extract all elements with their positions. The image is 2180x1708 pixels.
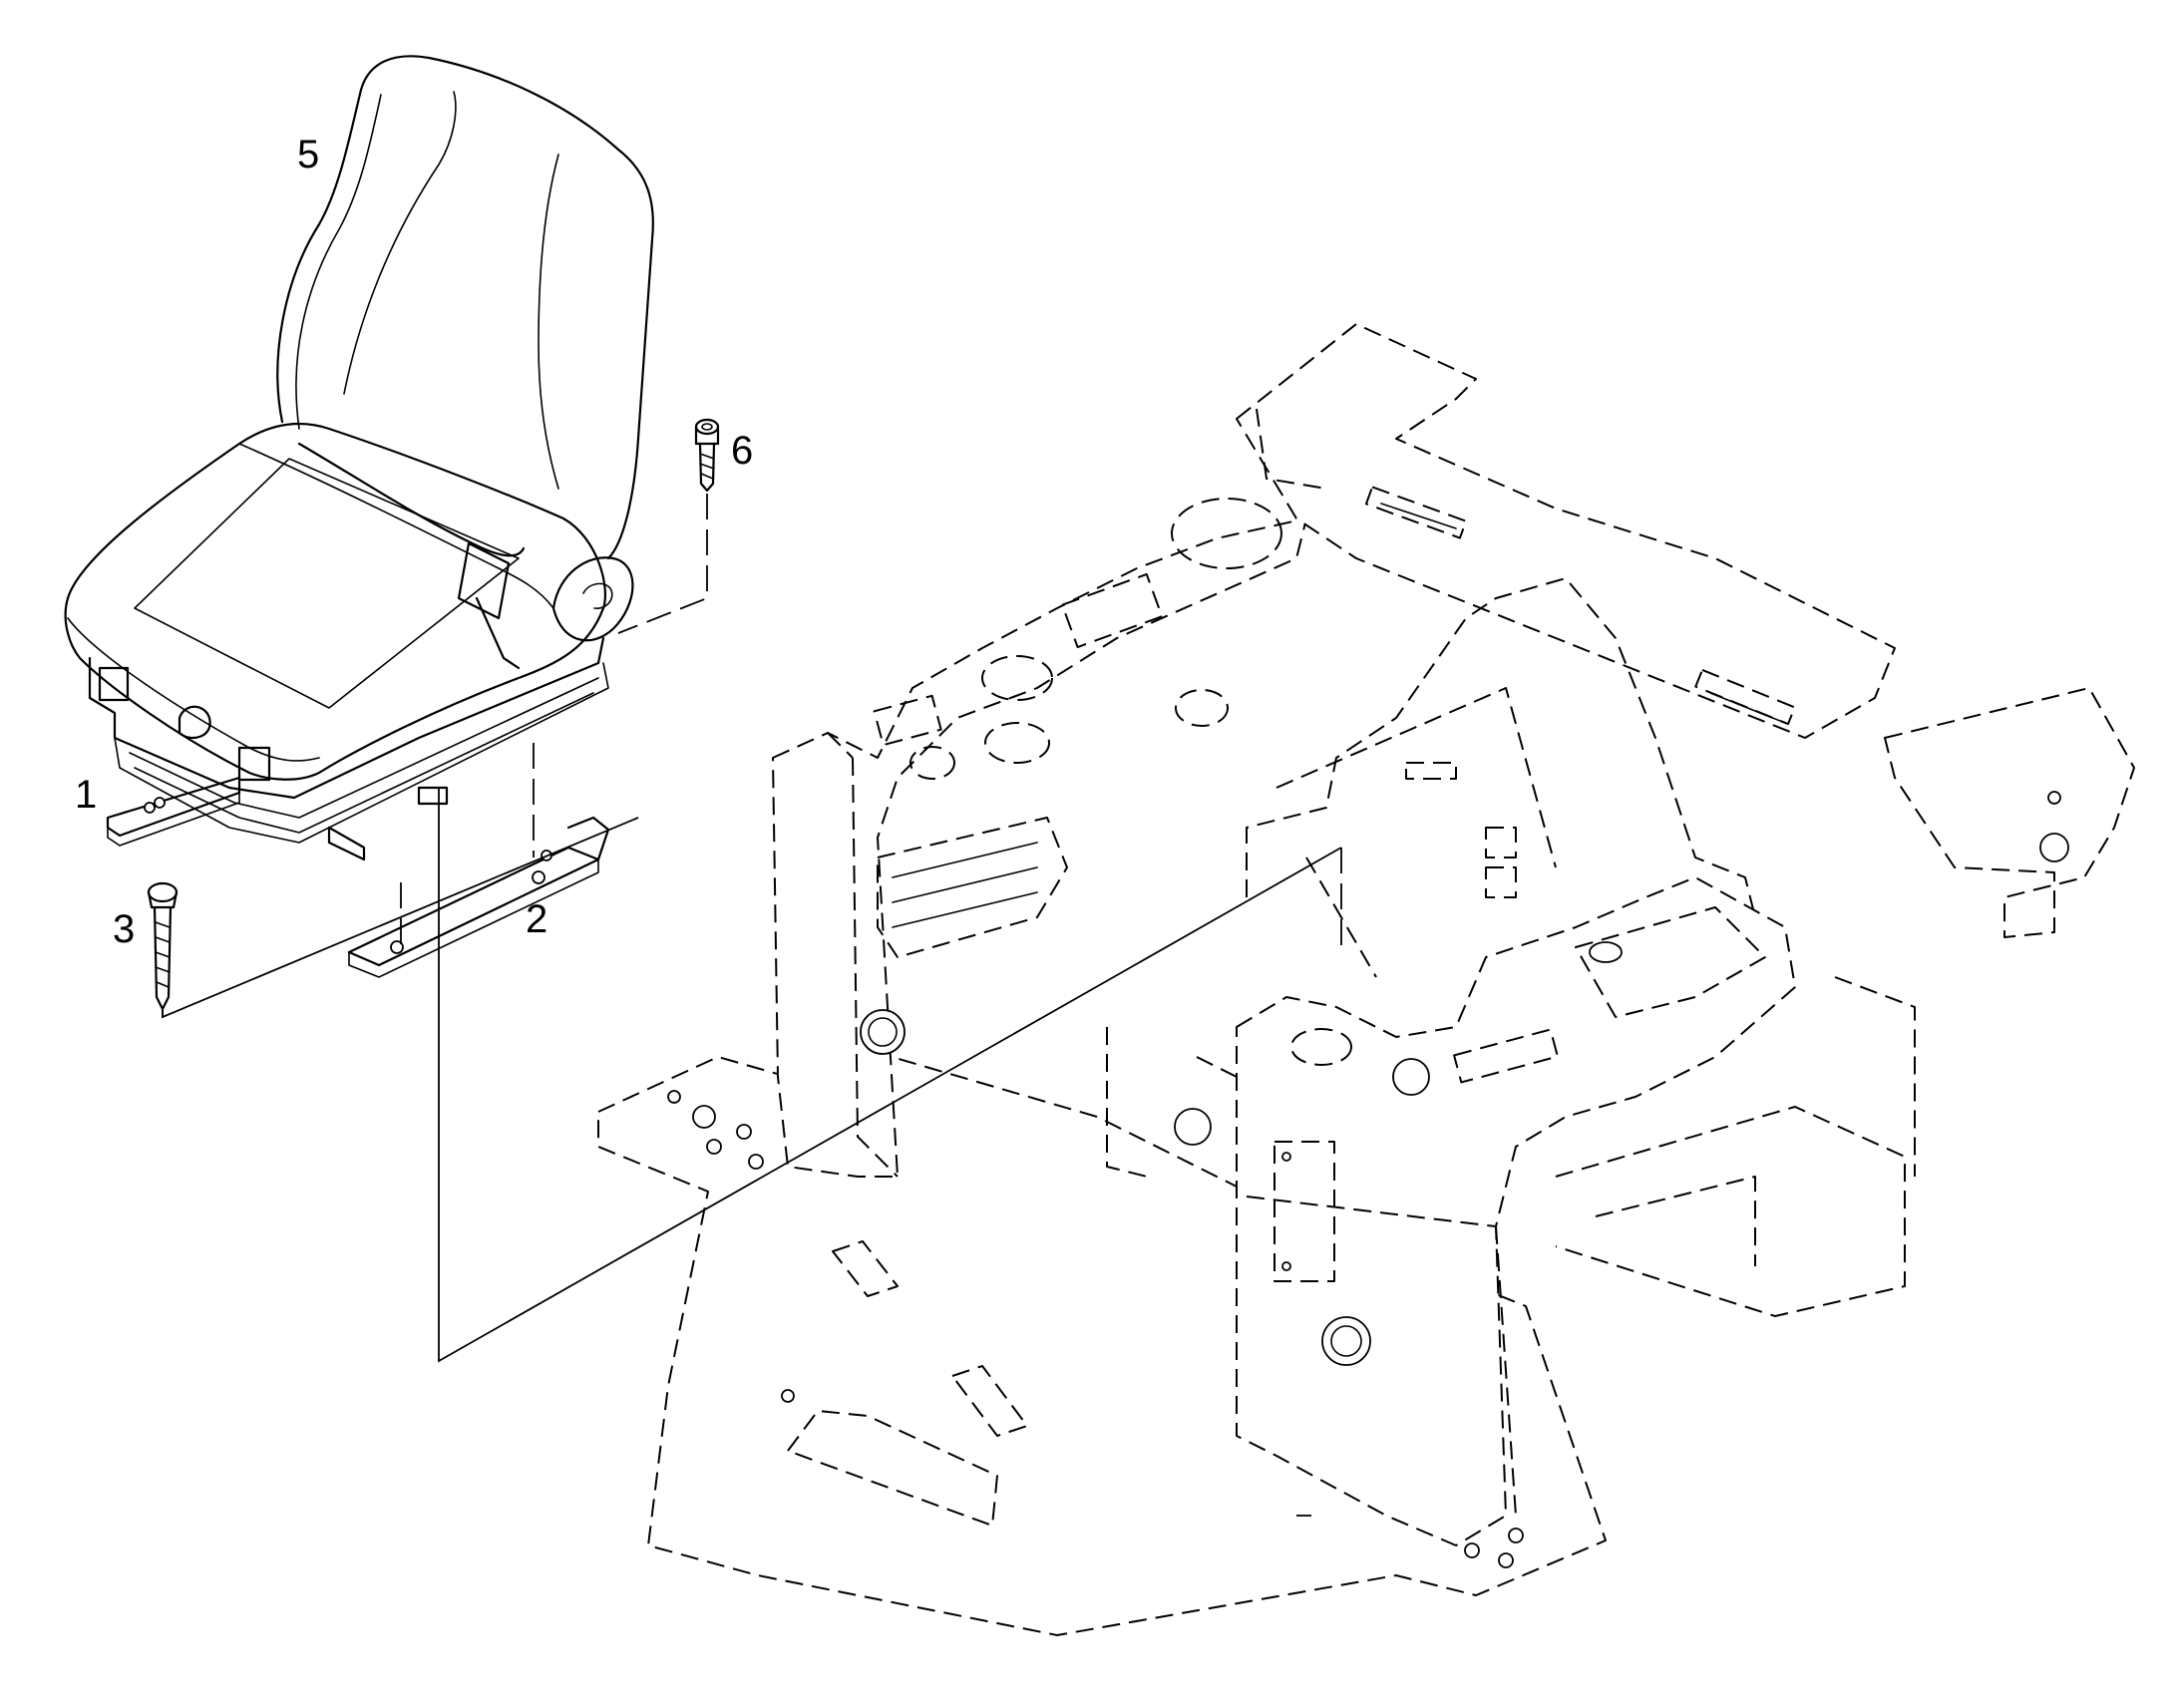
part-2-bracket [347, 816, 610, 978]
seat-cushion [64, 422, 607, 781]
joystick-base [1575, 906, 1766, 1018]
rear-frame [1236, 323, 1896, 739]
callout-2: 2 [526, 897, 547, 941]
floor-pad-1 [832, 1240, 899, 1297]
seat-belt [297, 442, 526, 557]
seat-suspension [88, 636, 605, 800]
callout-1: 1 [75, 773, 97, 817]
right-console-knob-front [1321, 1316, 1371, 1366]
floor-cutout [787, 1410, 998, 1527]
callouts: 5 6 1 2 3 [75, 133, 753, 951]
callout-3: 3 [113, 907, 135, 951]
callout-5: 5 [297, 133, 319, 176]
right-bracket [1884, 687, 2135, 938]
operator-platform [597, 323, 2135, 1636]
right-console [1236, 876, 1796, 1546]
assembly-lines [162, 494, 1342, 1517]
center-tunnel [1246, 577, 1756, 918]
right-console-knob-top [1392, 1058, 1430, 1096]
seat-assembly [64, 55, 654, 861]
left-console-knob [860, 1009, 906, 1055]
part-3-screw [147, 881, 179, 1011]
part-1-rail [106, 776, 241, 847]
floor-pad-2 [951, 1365, 1028, 1437]
left-console [772, 517, 1307, 1178]
lower-rear-box [1555, 1106, 1906, 1317]
seat-backrest [276, 55, 654, 560]
armrest-knob [551, 556, 634, 642]
left-console-grille [877, 817, 1068, 958]
part-6-bolt [694, 418, 720, 493]
switch-panel [1273, 1141, 1335, 1282]
callout-6: 6 [731, 429, 753, 473]
